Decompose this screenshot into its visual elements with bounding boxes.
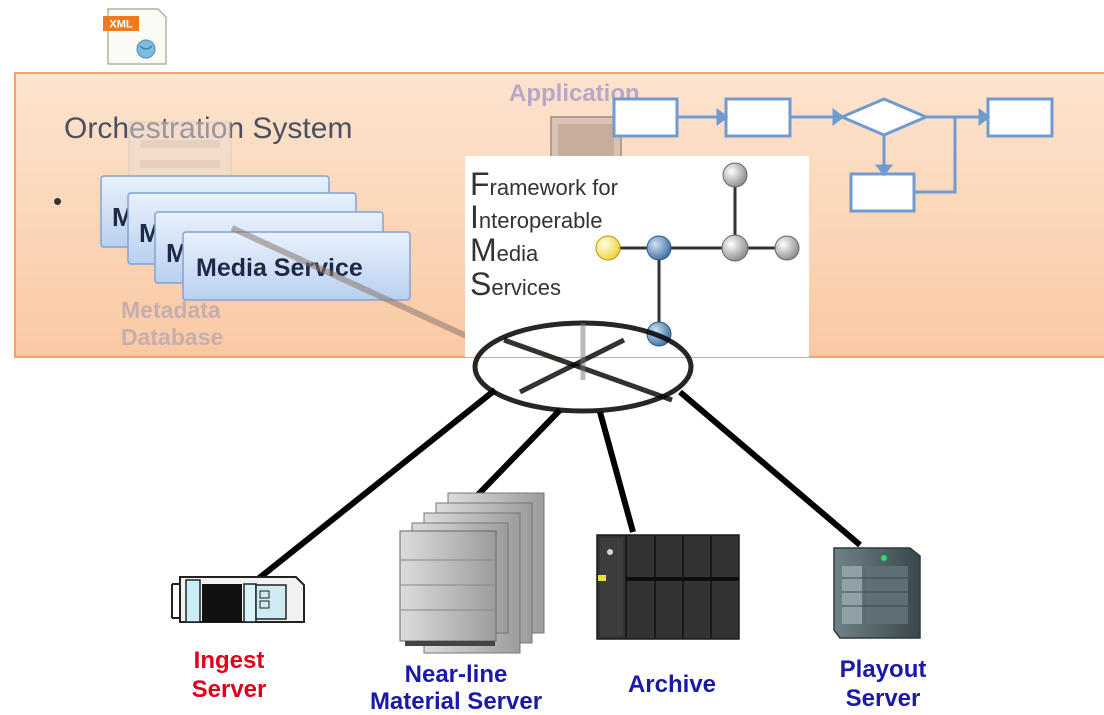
ingest-label-line1: Ingest xyxy=(194,647,265,674)
fims-initial-f: F xyxy=(470,166,490,202)
fims-node-yellow xyxy=(595,235,621,261)
fims-initial-m: M xyxy=(470,232,497,268)
card-connector-line xyxy=(230,225,490,349)
bullet: • xyxy=(53,186,62,216)
flow-step xyxy=(724,97,792,138)
fims-node-blue xyxy=(646,235,672,261)
fims-line3: edia xyxy=(497,241,539,266)
playout-server-icon xyxy=(833,547,921,639)
fims-initial-s: S xyxy=(470,266,491,302)
flow-step xyxy=(612,97,679,138)
link-nearline xyxy=(465,407,563,508)
svg-text:Framework for: Framework for xyxy=(470,166,618,202)
nearline-server-icon xyxy=(399,492,545,654)
fims-line2: nteroperable xyxy=(479,208,603,233)
playout-label-line1: Playout xyxy=(840,656,927,683)
svg-text:Services: Services xyxy=(470,266,561,302)
xml-icon-label: XML xyxy=(109,19,133,31)
network-bus-chord xyxy=(503,337,673,403)
ingest-label-line2: Server xyxy=(192,676,267,703)
link-archive xyxy=(597,411,636,533)
flow-step xyxy=(849,172,916,213)
nearline-label-line1: Near-line xyxy=(405,661,508,688)
metadata-db-label-line1: Metadata xyxy=(121,297,221,323)
network-bus-chord xyxy=(518,337,626,395)
fims-initial-i: I xyxy=(470,199,479,235)
workflow-flowchart xyxy=(612,97,1054,213)
fims-node-grey xyxy=(721,234,749,262)
archive-label: Archive xyxy=(628,671,716,698)
fims-logo: Framework for Interoperable Media Servic… xyxy=(465,156,809,357)
svg-text:Interoperable: Interoperable xyxy=(470,199,602,235)
archive-icon xyxy=(596,534,740,640)
xml-file-icon: XML xyxy=(103,8,167,65)
fims-line4: ervices xyxy=(491,275,561,300)
fims-line1: ramework for xyxy=(490,175,618,200)
svg-text:Media: Media xyxy=(470,232,539,268)
metadata-db-label-line2: Database xyxy=(121,324,223,350)
media-service-card-front: Media Service xyxy=(182,231,411,301)
playout-label-line2: Server xyxy=(846,685,921,712)
link-ingest xyxy=(256,387,497,582)
ingest-server-icon xyxy=(171,576,305,623)
nearline-label-line2: Material Server xyxy=(370,688,542,715)
flow-step xyxy=(986,97,1054,138)
fims-node-grey xyxy=(774,235,800,261)
link-playout xyxy=(678,389,862,548)
fims-node-grey xyxy=(722,162,748,188)
